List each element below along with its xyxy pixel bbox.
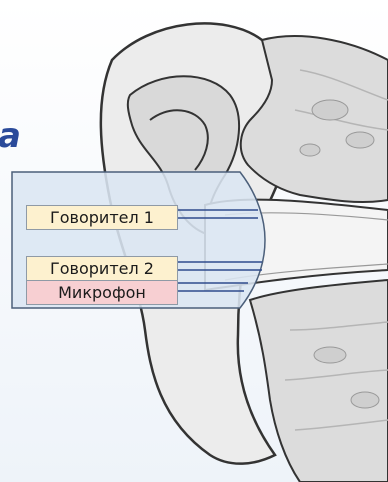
bone-cell [346, 132, 374, 148]
speaker-2-label: Говорител 2 [26, 256, 178, 281]
microphone-label: Микрофон [26, 280, 178, 305]
bone-cell [351, 392, 379, 408]
bone-cell [300, 144, 320, 156]
speaker-1-label: Говорител 1 [26, 205, 178, 230]
title-fragment: a [0, 116, 21, 156]
bone-cell [314, 347, 346, 363]
bone-cell [312, 100, 348, 120]
